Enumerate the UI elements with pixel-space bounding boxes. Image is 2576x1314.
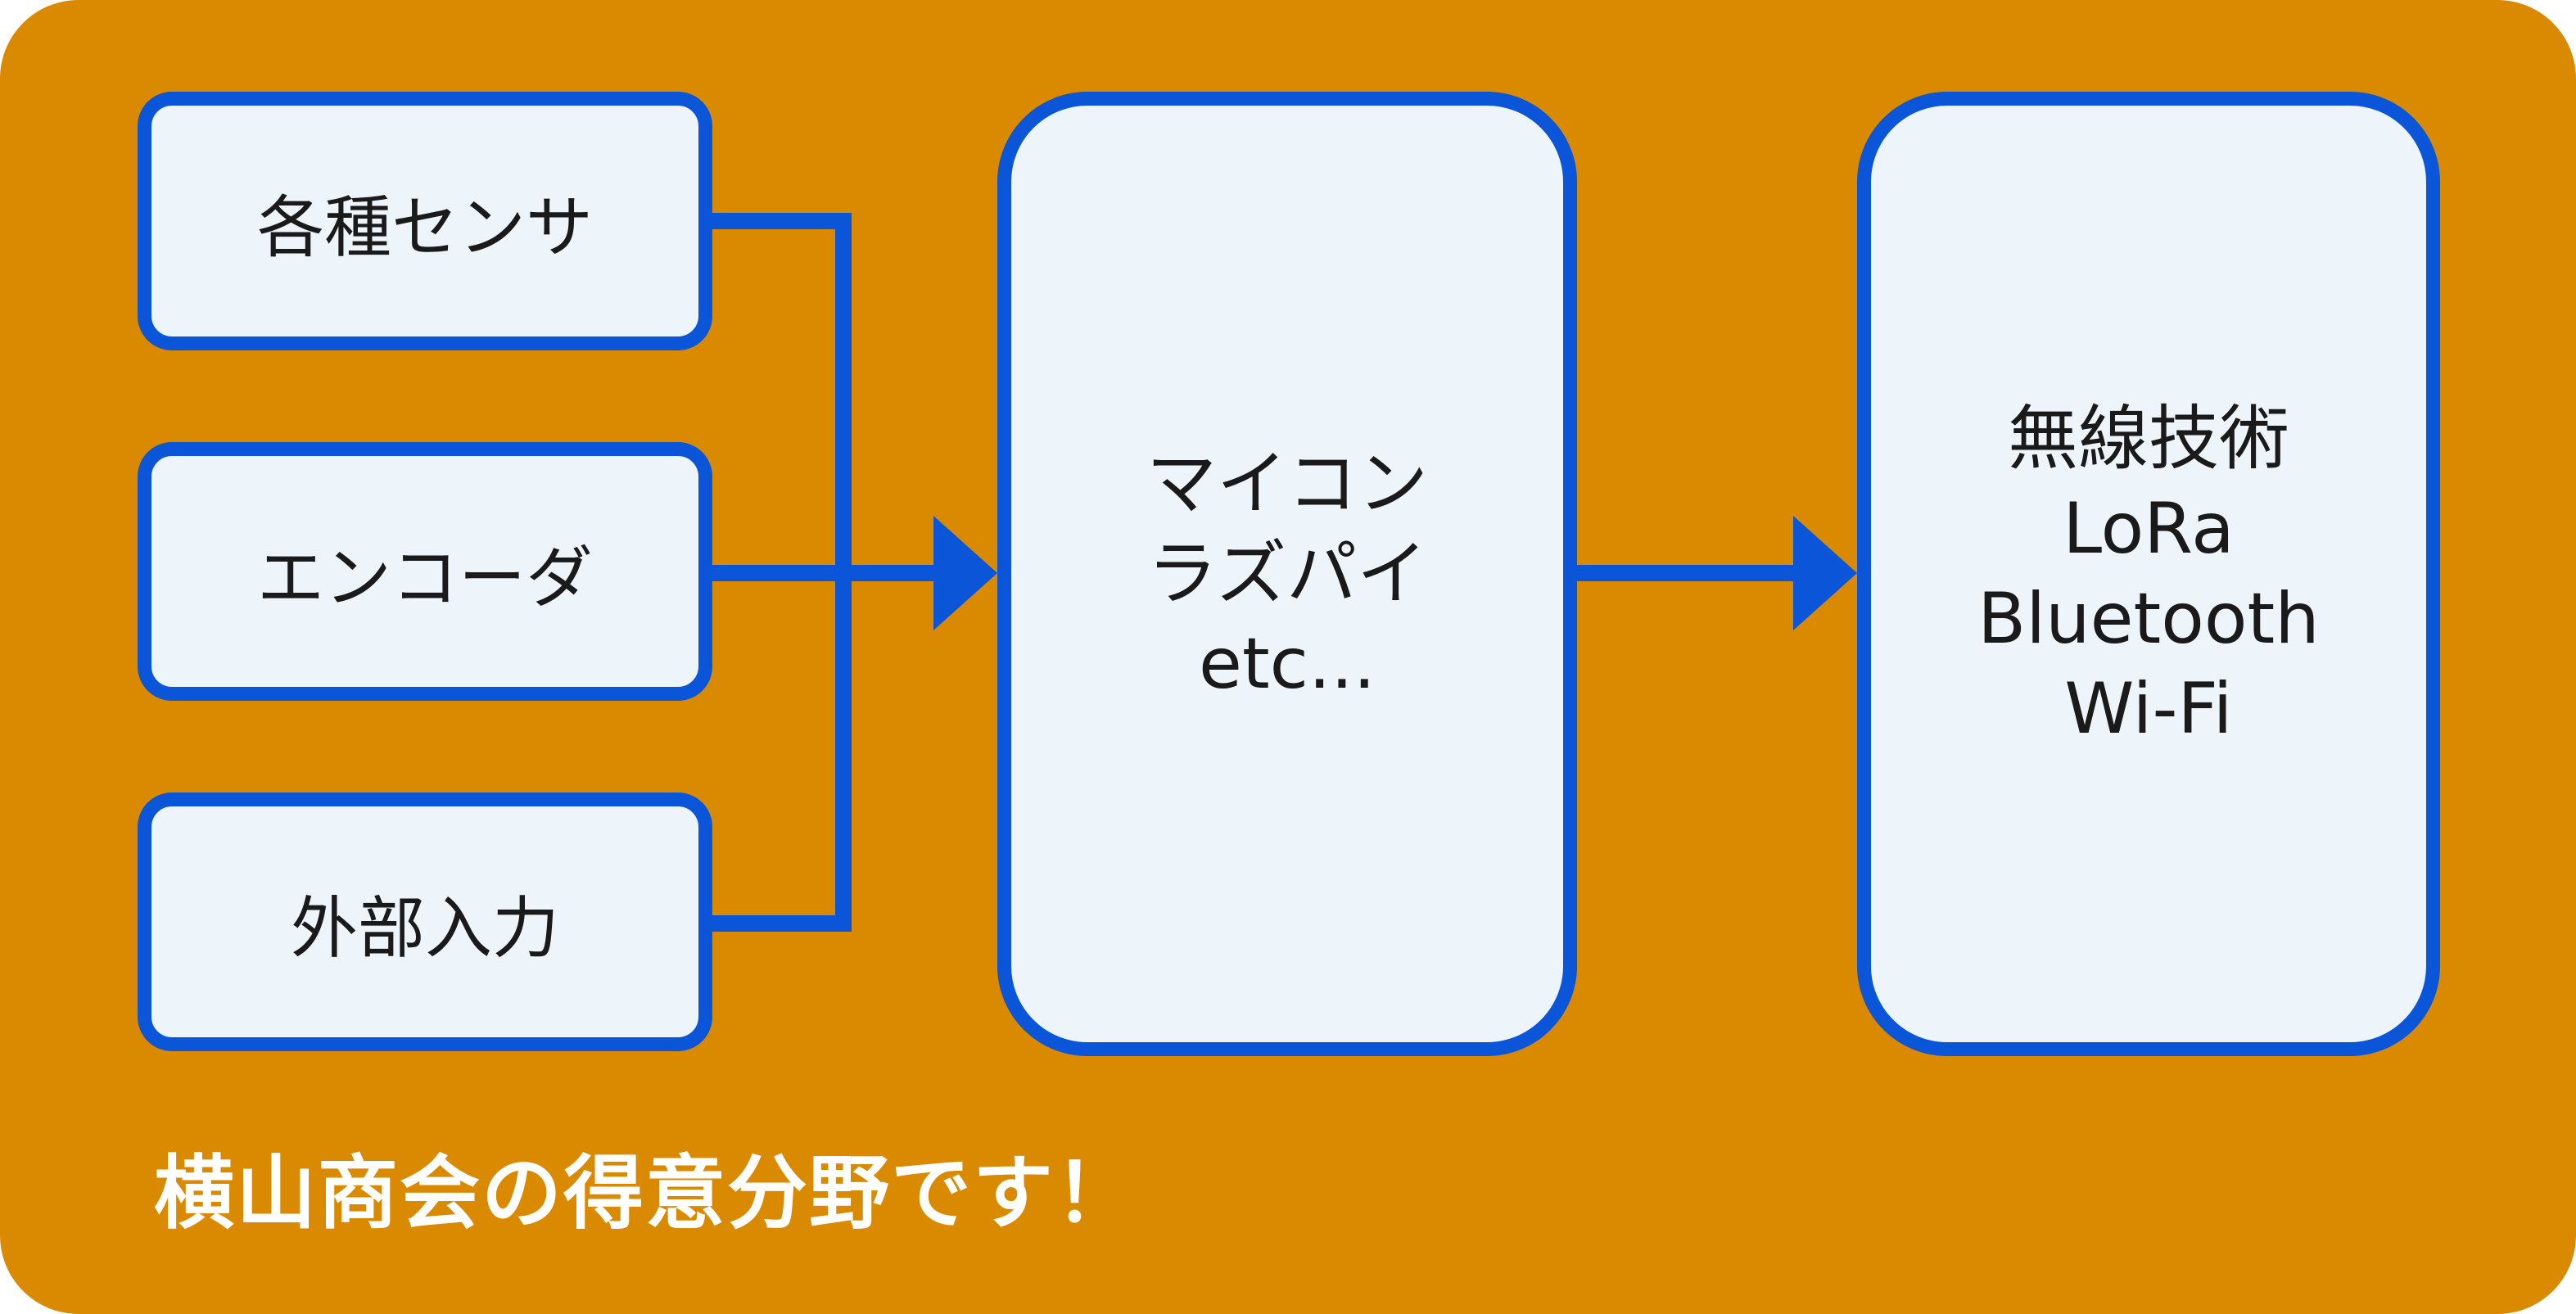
wireless-line-lora: LoRa: [2063, 487, 2235, 570]
encoder-label: エンコーダ: [256, 539, 593, 617]
sensors-box: 各種センサ: [138, 92, 712, 350]
controller-line-raspi: ラズパイ: [1146, 532, 1428, 615]
wireless-box: 無線技術 LoRa Bluetooth Wi-Fi: [1857, 92, 2440, 1056]
controller-text: マイコン ラズパイ etc...: [1146, 439, 1428, 709]
footer-caption: 横山商会の得意分野です！: [154, 1147, 1137, 1240]
controller-box: マイコン ラズパイ etc...: [997, 92, 1577, 1056]
arrowhead-to-wireless: [1793, 516, 1857, 630]
wireless-line-bluetooth: Bluetooth: [1977, 578, 2320, 660]
encoder-box: エンコーダ: [138, 442, 712, 701]
wireless-text: 無線技術 LoRa Bluetooth Wi-Fi: [1977, 394, 2320, 754]
wireless-line-title: 無線技術: [2008, 397, 2289, 480]
arrowhead-to-controller: [933, 516, 997, 630]
wireless-line-wifi: Wi-Fi: [2064, 668, 2233, 751]
external-input-box: 外部入力: [138, 792, 712, 1051]
sensors-label: 各種センサ: [256, 188, 593, 267]
controller-line-etc: etc...: [1199, 623, 1376, 706]
controller-line-mcu: マイコン: [1146, 442, 1428, 525]
external-input-label: 外部入力: [290, 889, 559, 968]
